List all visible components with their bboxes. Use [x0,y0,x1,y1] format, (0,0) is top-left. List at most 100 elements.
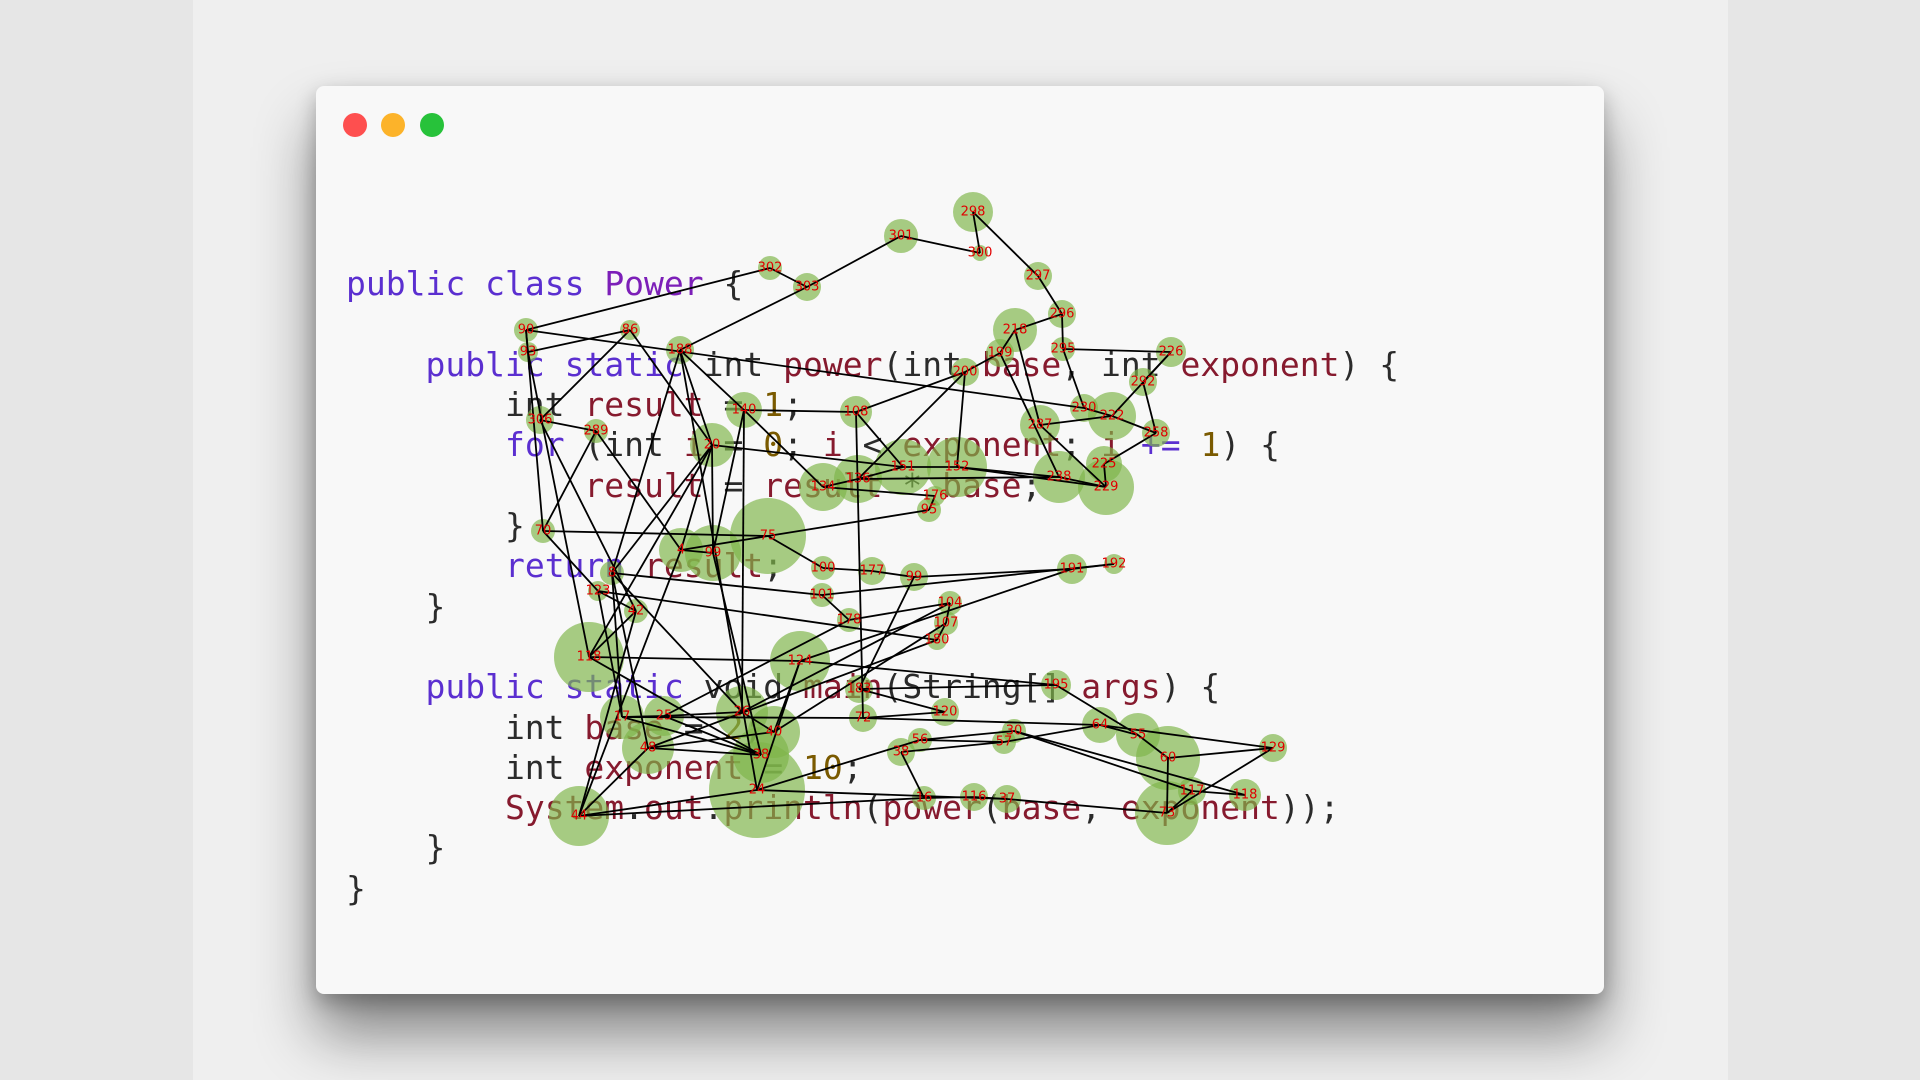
code-token: { [703,264,744,304]
code-line: int base = 2; [346,708,1399,748]
code-token: result [644,546,764,586]
code-line: public static int power(int base, int ex… [346,345,1399,385]
code-line [346,224,1399,264]
code-token: args [1081,667,1161,707]
code-token: ) { [1160,667,1221,707]
code-token: 0 [763,425,784,465]
code-token: ; [783,425,823,465]
code-token: static [564,667,684,707]
code-token: } [346,506,525,546]
code-token: i [1101,425,1121,465]
code-token: base [1001,788,1082,828]
code-line: result = result * base; [346,466,1399,506]
code-token: int [346,707,585,747]
code-token: out [644,788,704,828]
code-block: public class Power { public static int p… [346,224,1399,909]
code-line: System.out.println(power(base, exponent)… [346,788,1399,828]
code-token: , int [1061,344,1181,384]
code-token [465,264,485,303]
code-token: public [425,344,545,384]
code-token: } [346,868,366,908]
code-token: } [346,586,446,626]
code-token: exponent [1180,344,1340,384]
code-token: power [783,344,883,384]
code-token: < [842,425,903,465]
code-token: int [683,344,784,384]
code-token: = [703,385,764,425]
code-token: base [584,707,664,747]
code-token: ( [981,788,1002,828]
code-token [346,546,505,585]
code-token: (int [564,425,684,465]
code-token: ; [842,747,863,787]
code-token: i [822,425,843,465]
code-token: . [703,788,724,828]
code-token: ; [1021,465,1042,505]
code-token: exponent [902,425,1062,465]
code-token: int [346,385,585,425]
minimize-window-button[interactable] [381,113,405,137]
code-token: (int [882,344,982,384]
code-token: 10 [802,747,843,787]
code-token: 2 [723,707,744,747]
code-token: power [882,788,982,828]
code-line: } [346,587,1399,627]
code-token [584,264,604,303]
code-token: result [763,465,883,505]
code-line: int exponent = 10; [346,748,1399,788]
code-line: return result; [346,546,1399,586]
code-token: public [346,264,466,304]
code-token: ; [783,385,803,425]
code-token: main [803,667,883,707]
code-token: . [624,788,645,828]
code-token: static [564,344,684,384]
code-token: println [723,788,863,828]
code-token: ) { [1339,344,1400,384]
code-token: = [663,707,724,747]
code-token [545,667,565,706]
code-line: } [346,506,1399,546]
code-token: exponent [584,747,744,787]
code-token [346,425,505,464]
code-token: += [1140,425,1181,465]
code-token: Power [604,264,704,304]
code-token: ( [862,788,883,828]
code-token: class [485,264,585,304]
code-line [346,627,1399,667]
code-line: public class Power { [346,264,1399,304]
code-token: return [504,546,625,586]
zoom-window-button[interactable] [420,113,444,137]
code-token: result [584,465,704,505]
code-line: int result = 1; [346,385,1399,425]
code-token: exponent [1120,788,1280,828]
code-token: int [346,747,585,787]
code-token: 1 [1200,425,1221,465]
code-window: public class Power { public static int p… [316,86,1604,994]
code-token [1121,425,1141,464]
code-token: 1 [763,385,784,425]
code-token: = [743,747,803,787]
code-token: void [683,667,804,707]
code-token [545,345,565,384]
code-token: (String[] [882,667,1082,707]
code-token: ; [743,707,764,747]
code-token: = [703,465,764,505]
code-token: i [683,425,704,465]
code-token: ; [1061,425,1102,465]
code-token: for [504,425,565,465]
code-line: public static void main(String[] args) { [346,667,1399,707]
code-token: = [703,425,764,465]
code-token: ) { [1220,425,1280,465]
code-token [346,667,425,706]
code-token: result [584,385,704,425]
close-window-button[interactable] [343,113,367,137]
code-token: } [346,828,446,868]
code-line: for (int i = 0; i < exponent; i += 1) { [346,425,1399,465]
code-token [1181,425,1201,464]
code-token: ; [763,546,784,586]
code-token: , [1081,788,1121,828]
code-token: System [504,788,625,828]
code-line: } [346,828,1399,868]
code-token [624,546,644,585]
code-token [346,345,425,384]
